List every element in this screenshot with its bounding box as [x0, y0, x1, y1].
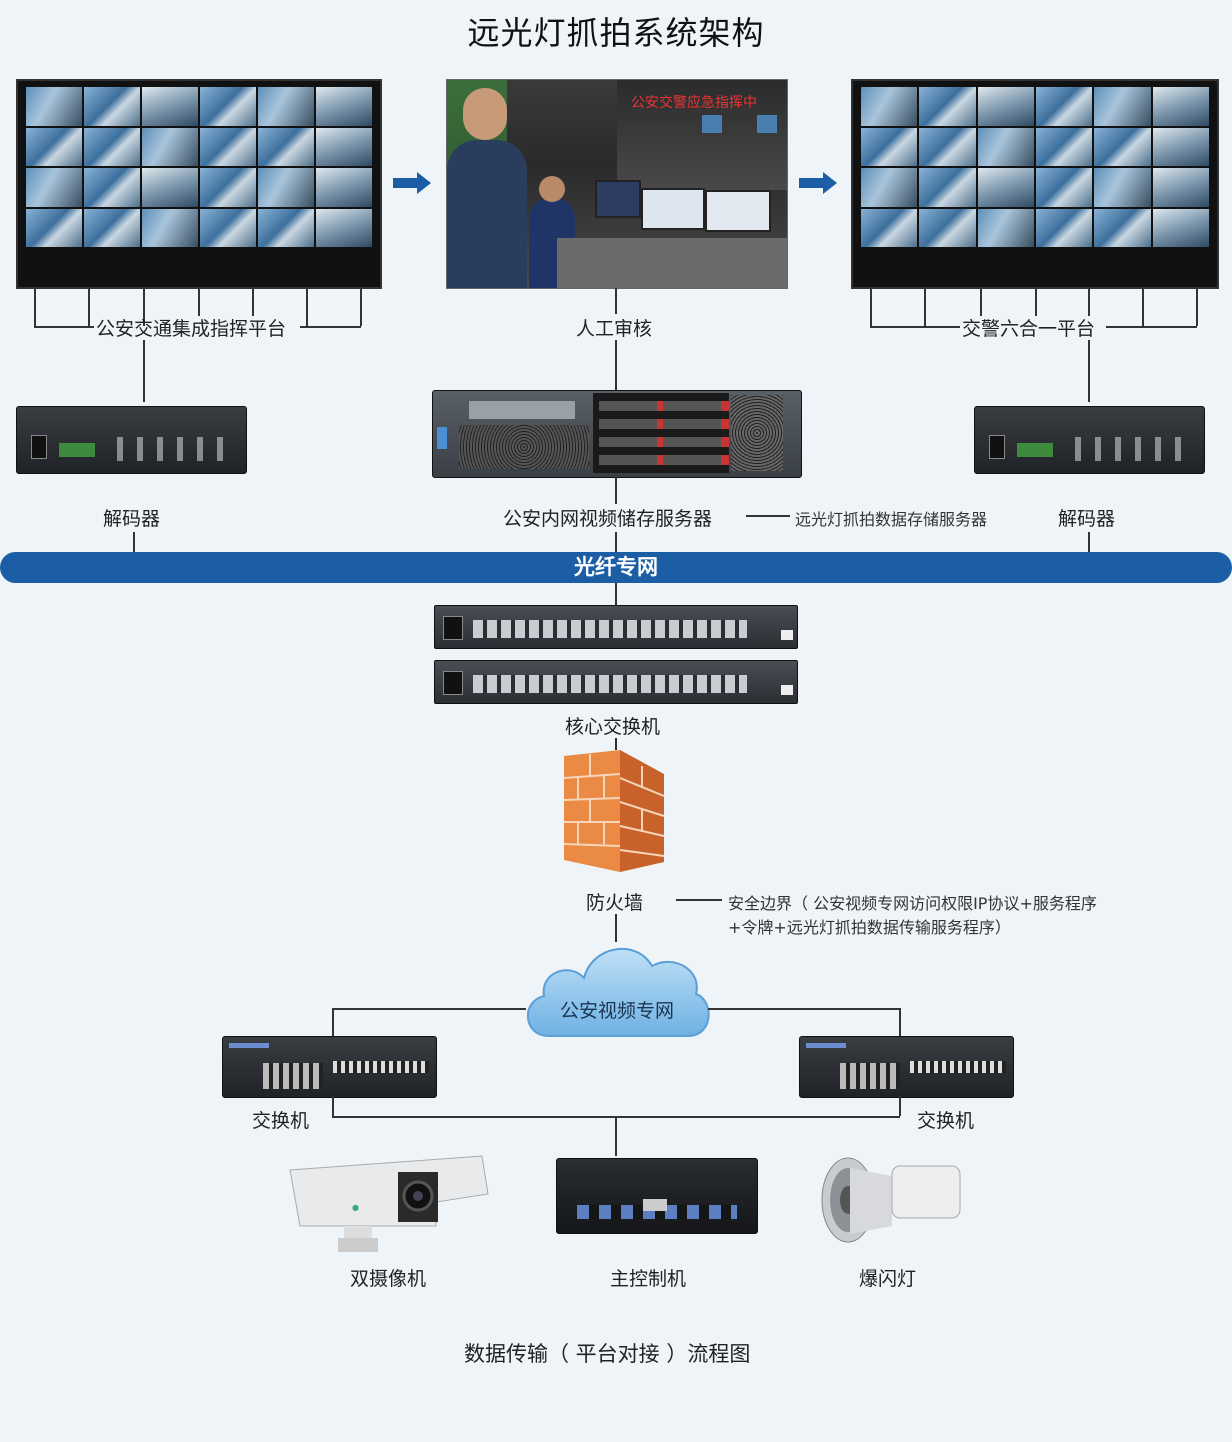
- dual-camera-label: 双摄像机: [350, 1268, 427, 1290]
- svg-text:●: ●: [352, 1203, 359, 1212]
- core-switch-1: [434, 605, 798, 649]
- right-switch-device: [799, 1036, 1014, 1098]
- right-video-wall: [851, 79, 1219, 289]
- storage-server-label: 公安内网视频储存服务器: [503, 508, 713, 530]
- left-decoder-label: 解码器: [103, 508, 161, 530]
- main-controller-label: 主控制机: [610, 1268, 687, 1290]
- left-switch-device: [222, 1036, 437, 1098]
- storage-server-device: [432, 390, 802, 478]
- footer-caption: 数据传输（ 平台对接 ）流程图: [464, 1342, 751, 1366]
- dual-camera-icon: ●: [289, 1155, 489, 1252]
- left-video-wall: [16, 79, 382, 289]
- firewall-icon: [563, 750, 665, 872]
- page-title: 远光灯抓拍系统架构: [467, 14, 765, 52]
- security-note-line1: 安全边界（ 公安视频专网访问权限IP协议+服务程序: [728, 894, 1097, 913]
- command-center-banner: 公安交警应急指挥中: [631, 95, 757, 111]
- flash-light-icon: [821, 1157, 961, 1243]
- cloud-label: 公安视频专网: [559, 1000, 674, 1022]
- firewall-label: 防火墙: [586, 892, 644, 914]
- flash-light-label: 爆闪灯: [859, 1268, 917, 1290]
- left-switch-label: 交换机: [252, 1110, 310, 1132]
- right-decoder-label: 解码器: [1058, 508, 1116, 530]
- arrow-right-icon: [393, 172, 431, 194]
- storage-note: 远光灯抓拍数据存储服务器: [795, 510, 988, 529]
- right-switch-label: 交换机: [917, 1110, 975, 1132]
- cloud-icon: [527, 948, 710, 1037]
- arrow-right-icon: [799, 172, 837, 194]
- core-switch-label: 核心交换机: [565, 716, 661, 738]
- left-platform-label: 公安交通集成指挥平台: [96, 318, 287, 340]
- core-switch-2: [434, 660, 798, 704]
- right-platform-label: 交警六合一平台: [962, 318, 1096, 340]
- control-room-photo: 公安交警应急指挥中: [446, 79, 788, 289]
- security-note-line2: +令牌+远光灯抓拍数据传输服务程序）: [728, 918, 1011, 937]
- right-decoder-device: [974, 406, 1205, 474]
- main-controller-device: [556, 1158, 758, 1234]
- manual-review-label: 人工审核: [576, 318, 653, 340]
- left-decoder-device: [16, 406, 247, 474]
- fiber-network-banner: 光纤专网: [0, 552, 1232, 583]
